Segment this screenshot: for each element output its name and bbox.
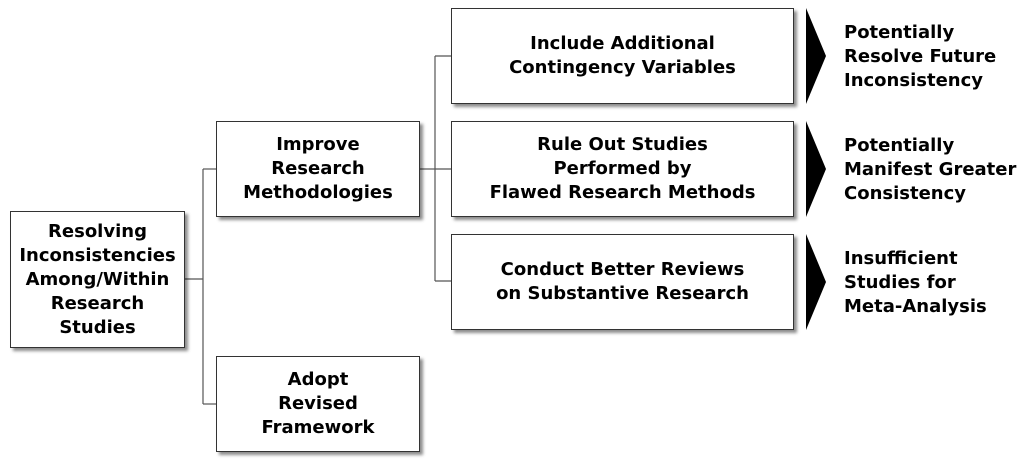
chevron-right-icon bbox=[806, 8, 826, 104]
improve-methodologies-label: Improve Research Methodologies bbox=[243, 134, 393, 203]
outcome-resolve-future-inconsistency: Potentially Resolve Future Inconsistency bbox=[844, 22, 997, 91]
chevron-right-icon bbox=[806, 234, 826, 330]
method-box-better-reviews: Conduct Better Reviews on Substantive Re… bbox=[451, 234, 794, 330]
improve-methodologies-box: Improve Research Methodologies bbox=[216, 121, 420, 217]
method-label-rule-out-studies: Rule Out Studies Performed by Flawed Res… bbox=[489, 134, 756, 203]
outcome-insufficient-studies: Insufficient Studies for Meta-Analysis bbox=[844, 248, 987, 317]
root-label: Resolving Inconsistencies Among/Within R… bbox=[19, 220, 176, 338]
method-box-rule-out-studies: Rule Out Studies Performed by Flawed Res… bbox=[451, 121, 794, 217]
method-label-additional-variables: Include Additional Contingency Variables bbox=[509, 33, 736, 78]
method-box-additional-variables: Include Additional Contingency Variables bbox=[451, 8, 794, 104]
method-label-better-reviews: Conduct Better Reviews on Substantive Re… bbox=[496, 259, 749, 304]
adopt-framework-box: Adopt Revised Framework bbox=[216, 356, 420, 452]
outcome-manifest-greater-consistency: Potentially Manifest Greater Consistency bbox=[844, 135, 1017, 204]
adopt-framework-label: Adopt Revised Framework bbox=[261, 369, 375, 438]
chevron-right-icon bbox=[806, 121, 826, 217]
root-box: Resolving Inconsistencies Among/Within R… bbox=[10, 211, 185, 348]
